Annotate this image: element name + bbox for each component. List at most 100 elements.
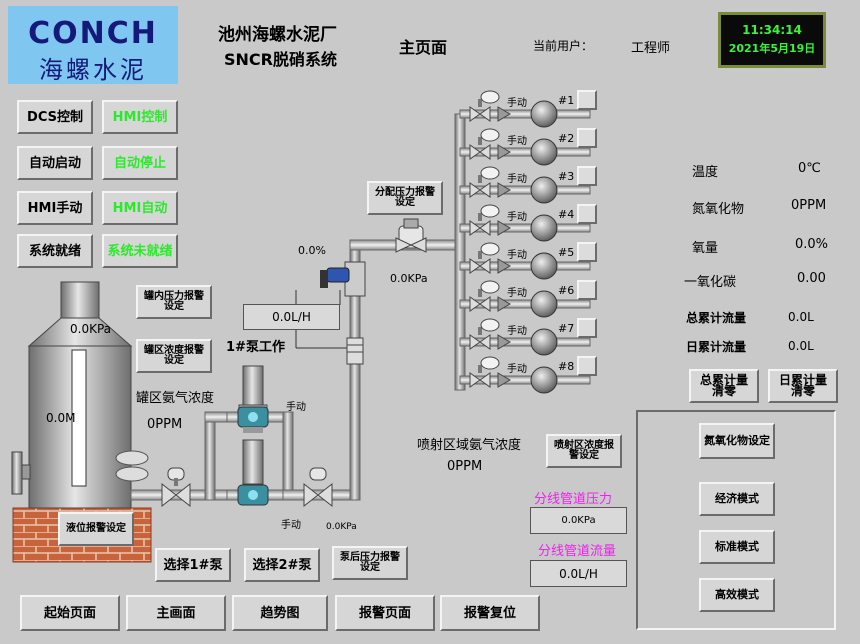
auto-stop-button[interactable]: 自动停止 (102, 146, 178, 180)
nozzle-status-box-2[interactable] (577, 128, 597, 148)
total-flow-label: 总累计流量 (686, 311, 747, 325)
nox-label: 氮氧化物 (692, 202, 745, 217)
nozzle-manual-label-6: 手动 (507, 288, 527, 299)
nav-alarm-page[interactable]: 报警页面 (335, 595, 435, 631)
select-pump-1-button[interactable]: 选择1#泵 (155, 548, 231, 582)
branch-pressure-label: 分线管道压力 (534, 492, 613, 507)
daily-flow-label: 日累计流量 (686, 340, 747, 354)
nozzle-status-box-8[interactable] (577, 356, 597, 376)
clock-date: 2021年5月19日 (728, 42, 816, 55)
nav-main-screen[interactable]: 主画面 (126, 595, 226, 631)
page-title: 主页面 (399, 38, 448, 57)
dcs-control-button[interactable]: DCS控制 (17, 100, 93, 134)
nozzle-status-box-6[interactable] (577, 280, 597, 300)
nox-setpoint-button[interactable]: 氮氧化物设定 (699, 423, 775, 459)
nozzle-status-box-3[interactable] (577, 166, 597, 186)
current-user-label: 当前用户： (533, 39, 594, 53)
nav-alarm-reset[interactable]: 报警复位 (440, 595, 540, 631)
pump-1-working-label: 1#泵工作 (226, 340, 285, 355)
level-alarm-button[interactable]: 液位报警设定 (58, 512, 134, 546)
auto-start-button[interactable]: 自动启动 (17, 146, 93, 180)
nav-start-page[interactable]: 起始页面 (20, 595, 120, 631)
post-pump-pressure-alarm-button[interactable]: 泵后压力报警设定 (332, 546, 408, 580)
nozzle-number-4: #4 (558, 208, 575, 221)
nozzle-manual-label-2: 手动 (507, 136, 527, 147)
logo-text-en: CONCH (28, 16, 158, 51)
nozzle-row-7 (459, 318, 591, 356)
nav-trend[interactable]: 趋势图 (232, 595, 328, 631)
daily-flow-value: 0.0L (788, 339, 814, 353)
co-label: 一氧化碳 (684, 275, 737, 290)
nozzle-manual-label-1: 手动 (507, 98, 527, 109)
nozzle-row-1 (459, 90, 591, 128)
valve-opening-value: 0.0% (298, 244, 326, 257)
nozzle-number-8: #8 (558, 360, 575, 373)
branch-flow-display: 0.0L/H (530, 560, 627, 587)
system-not-ready-button[interactable]: 系统未就绪 (102, 234, 178, 268)
hmi-control-button[interactable]: HMI控制 (102, 100, 178, 134)
hmi-manual-button[interactable]: HMI手动 (17, 191, 93, 225)
nozzle-status-box-5[interactable] (577, 242, 597, 262)
nozzle-manual-label-8: 手动 (507, 364, 527, 375)
nozzle-number-3: #3 (558, 170, 575, 183)
pump-manual-label-1: 手动 (286, 402, 306, 413)
pump-outlet-pressure: 0.0KPa (326, 522, 357, 532)
total-reset-button[interactable]: 总累计量清零 (689, 369, 759, 403)
nozzle-row-5 (459, 242, 591, 280)
oxygen-value: 0.0% (795, 237, 829, 252)
nozzle-row-2 (459, 128, 591, 166)
nozzle-manual-label-7: 手动 (507, 326, 527, 337)
nozzle-number-7: #7 (558, 322, 575, 335)
nozzle-number-2: #2 (558, 132, 575, 145)
system-name: SNCR脱硝系统 (224, 50, 337, 69)
distribution-pressure-value: 0.0KPa (390, 272, 428, 285)
branch-flow-label: 分线管道流量 (538, 544, 617, 559)
nozzle-status-box-4[interactable] (577, 204, 597, 224)
nozzle-number-5: #5 (558, 246, 575, 259)
total-flow-value: 0.0L (788, 310, 814, 324)
clock-time: 11:34:14 (742, 23, 802, 37)
tank-heater-1 (115, 450, 149, 466)
logo: CONCH 海螺水泥 (8, 6, 178, 84)
tank-pressure-alarm-button[interactable]: 罐内压力报警设定 (136, 285, 212, 319)
spray-ammonia-label: 喷射区域氨气浓度 (417, 438, 522, 453)
daily-reset-button[interactable]: 日累计量清零 (768, 369, 838, 403)
standard-mode-button[interactable]: 标准模式 (699, 530, 775, 564)
plant-name: 池州海螺水泥厂 (218, 25, 337, 45)
nozzle-status-box-1[interactable] (577, 90, 597, 110)
temperature-label: 温度 (692, 165, 719, 180)
distribution-pressure-alarm-button[interactable]: 分配压力报警设定 (367, 181, 443, 215)
tank-concentration-alarm-button[interactable]: 罐区浓度报警设定 (136, 339, 212, 373)
nozzle-row-3 (459, 166, 591, 204)
spray-concentration-alarm-button[interactable]: 喷射区浓度报警设定 (546, 434, 622, 468)
tank-outlet-valve (161, 482, 191, 508)
nozzle-row-6 (459, 280, 591, 318)
flow-display: 0.0L/H (243, 304, 340, 330)
nozzle-manual-label-4: 手动 (507, 212, 527, 223)
mode-panel (636, 410, 836, 630)
temperature-value: 0℃ (798, 161, 821, 176)
total-reset-label: 总累计量清零 (700, 373, 749, 398)
current-user-value: 工程师 (631, 41, 671, 56)
post-pump-valve (303, 482, 333, 508)
nozzle-number-1: #1 (558, 94, 575, 107)
nozzle-status-box-7[interactable] (577, 318, 597, 338)
hmi-auto-button[interactable]: HMI自动 (102, 191, 178, 225)
select-pump-2-button[interactable]: 选择2#泵 (244, 548, 320, 582)
tank-pressure-value: 0.0KPa (70, 322, 112, 336)
nozzle-row-8 (459, 356, 591, 394)
branch-pressure-display: 0.0KPa (530, 507, 627, 534)
nozzle-manual-label-3: 手动 (507, 174, 527, 185)
daily-reset-label: 日累计量清零 (779, 373, 828, 398)
system-ready-button[interactable]: 系统就绪 (17, 234, 93, 268)
nozzle-row-4 (459, 204, 591, 242)
efficient-mode-button[interactable]: 高效模式 (699, 578, 775, 612)
spray-ammonia-value: 0PPM (447, 459, 483, 474)
nozzle-manual-label-5: 手动 (507, 250, 527, 261)
economy-mode-button[interactable]: 经济模式 (699, 482, 775, 516)
tank-level-window (71, 349, 87, 487)
clock-display: 11:34:14 2021年5月19日 (718, 12, 826, 68)
tank-ammonia-label: 罐区氨气浓度 (136, 391, 215, 406)
nox-value: 0PPM (791, 198, 827, 213)
